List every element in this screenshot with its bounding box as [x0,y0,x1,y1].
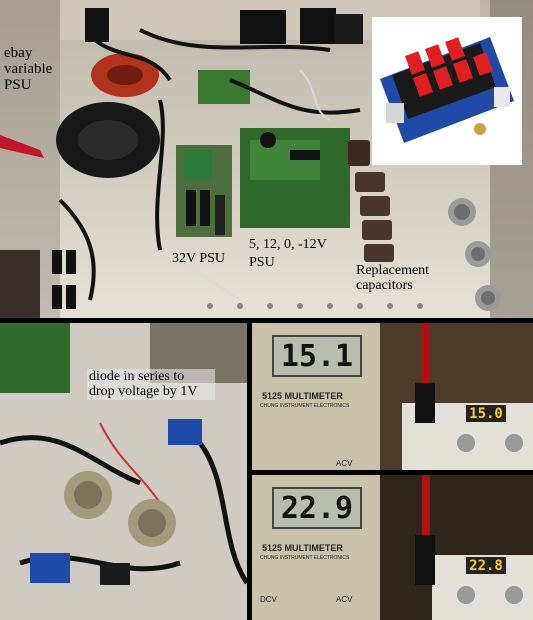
meter-bottom-module-display: 22.8 [466,557,506,574]
cables [58,28,361,301]
capacitors-label: Replacement capacitors [356,263,430,293]
meter-bottom-lcd: 22.9 [272,487,362,529]
meter-top-module-display: 15.0 [466,405,506,422]
meter-top-acv: ACV [336,459,353,468]
top-photo: ebay variable PSU 32V PSU 5, 12, 0, -12V… [0,0,533,318]
small-board [198,70,250,104]
potentiometers [448,198,501,311]
capacitor-bank [348,140,394,262]
meter-bottom-model: 5125 MULTIMETER [262,543,343,553]
module-blue [30,553,70,583]
meter-top-model: 5125 MULTIMETER [262,391,343,401]
blue-pot [168,419,202,445]
psu-multi-label-line2: PSU [249,255,275,270]
meter-bottom-maker: CHUNG INSTRUMENT ELECTRONICS [260,555,350,561]
connectors [52,250,76,309]
psu32-label: 32V PSU [172,251,226,266]
meter-top-maker: CHUNG INSTRUMENT ELECTRONICS [260,403,350,409]
meter-bottom-photo: 22.9 5125 MULTIMETER CHUNG INSTRUMENT EL… [252,475,533,620]
meter-bottom-dcv: DCV [260,595,277,604]
diode-label: diode in series to drop voltage by 1V [87,369,215,401]
module-product-inset [372,17,522,165]
bottom-left-scene [0,323,247,620]
psu-multi-label-line1: 5, 12, 0, -12V [249,237,327,252]
ebay-psu-label: ebay variable PSU [4,45,53,93]
meter-top-lcd: 15.1 [272,335,362,377]
bottom-left-photo: diode in series to drop voltage by 1V [0,323,247,620]
pliers [0,135,44,158]
meter-bottom-acv: ACV [336,595,353,604]
meter-top-photo: 15.1 5125 MULTIMETER CHUNG INSTRUMENT EL… [252,323,533,470]
